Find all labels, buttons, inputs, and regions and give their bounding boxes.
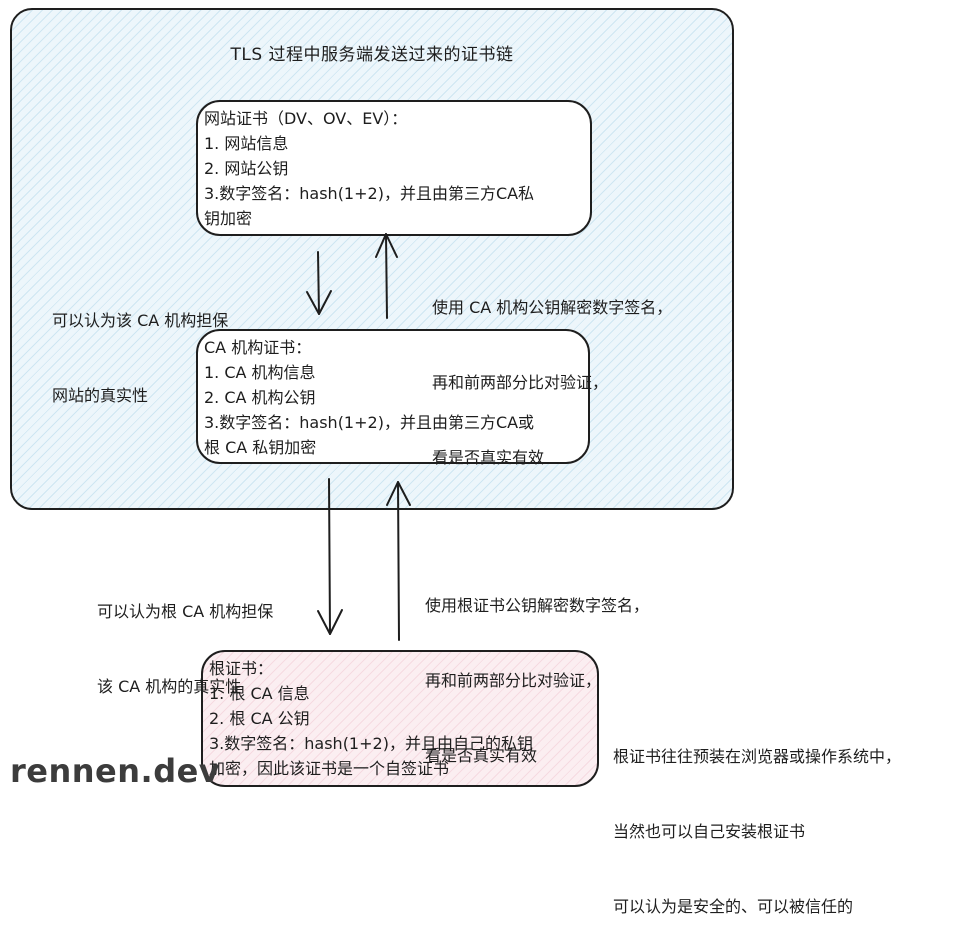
diagram-title: TLS 过程中服务端发送过来的证书链 (230, 45, 514, 65)
annotation-line: 网站的真实性 (52, 386, 149, 405)
annotation-ca-vouches-site: 可以认为该 CA 机构担保 网站的真实性 (52, 258, 228, 433)
annotation-line: 该 CA 机构的真实性 (97, 677, 242, 696)
annotation-root-vouches-ca: 可以认为根 CA 机构担保 该 CA 机构的真实性 (97, 549, 273, 724)
annotation-line: 看是否真实有效 (432, 448, 545, 467)
annotation-line: 使用 CA 机构公钥解密数字签名， (432, 298, 673, 317)
ca-cert-item-pubkey: 2. CA 机构公钥 (204, 388, 316, 407)
annotation-verify-with-ca-key: 使用 CA 机构公钥解密数字签名， 再和前两部分比对验证， 看是否真实有效 (432, 245, 672, 495)
root-certificate-box: 根证书： 1. 根 CA 信息 2. 根 CA 公钥 3.数字签名：hash(1… (201, 650, 599, 787)
arrow-down-site-to-ca (306, 251, 332, 315)
site-cert-item-info: 1. 网站信息 (204, 134, 289, 153)
root-cert-heading: 根证书： (209, 659, 274, 678)
ca-cert-item-signature: 3.数字签名：hash(1+2)，并且由第三方CA或 (204, 413, 535, 432)
arrow-up-root-to-ca (386, 481, 411, 641)
annotation-line: 看是否真实有效 (425, 746, 538, 765)
root-cert-item-info: 1. 根 CA 信息 (209, 684, 310, 703)
server-cert-chain-container (10, 8, 734, 510)
root-cert-item-signature-cont: 加密，因此该证书是一个自签证书 (209, 759, 450, 778)
arrow-up-ca-to-site (375, 233, 398, 319)
arrows-layer (306, 233, 411, 641)
annotation-line: 使用根证书公钥解密数字签名， (425, 596, 650, 615)
ca-cert-item-info: 1. CA 机构信息 (204, 363, 316, 382)
site-cert-item-signature-cont: 钥加密 (204, 209, 253, 228)
site-certificate-box: 网站证书（DV、OV、EV）： 1. 网站信息 2. 网站公钥 3.数字签名：h… (196, 100, 592, 236)
site-cert-heading: 网站证书（DV、OV、EV）： (204, 109, 408, 128)
annotation-line: 可以认为根 CA 机构担保 (97, 602, 274, 621)
ca-cert-item-signature-cont: 根 CA 私钥加密 (204, 438, 317, 457)
ca-cert-heading: CA 机构证书： (204, 338, 312, 357)
annotation-line: 可以认为是安全的、可以被信任的 (613, 897, 854, 916)
annotation-line: 再和前两部分比对验证， (425, 671, 602, 690)
root-cert-item-pubkey: 2. 根 CA 公钥 (209, 709, 310, 728)
root-cert-item-signature: 3.数字签名：hash(1+2)，并且由自己的私钥 (209, 734, 533, 753)
annotation-line: 可以认为该 CA 机构担保 (52, 311, 229, 330)
ca-certificate-box: CA 机构证书： 1. CA 机构信息 2. CA 机构公钥 3.数字签名：ha… (196, 329, 590, 464)
watermark-logo: rennen.dev (10, 752, 221, 790)
annotation-line: 当然也可以自己安装根证书 (613, 822, 806, 841)
arrow-down-ca-to-root (317, 478, 343, 635)
annotation-line: 根证书往往预装在浏览器或操作系统中， (613, 747, 902, 766)
site-cert-item-signature: 3.数字签名：hash(1+2)，并且由第三方CA私 (204, 184, 535, 203)
annotation-line: 再和前两部分比对验证， (432, 373, 609, 392)
annotation-verify-with-root-key: 使用根证书公钥解密数字签名， 再和前两部分比对验证， 看是否真实有效 (425, 543, 649, 793)
site-cert-item-pubkey: 2. 网站公钥 (204, 159, 289, 178)
